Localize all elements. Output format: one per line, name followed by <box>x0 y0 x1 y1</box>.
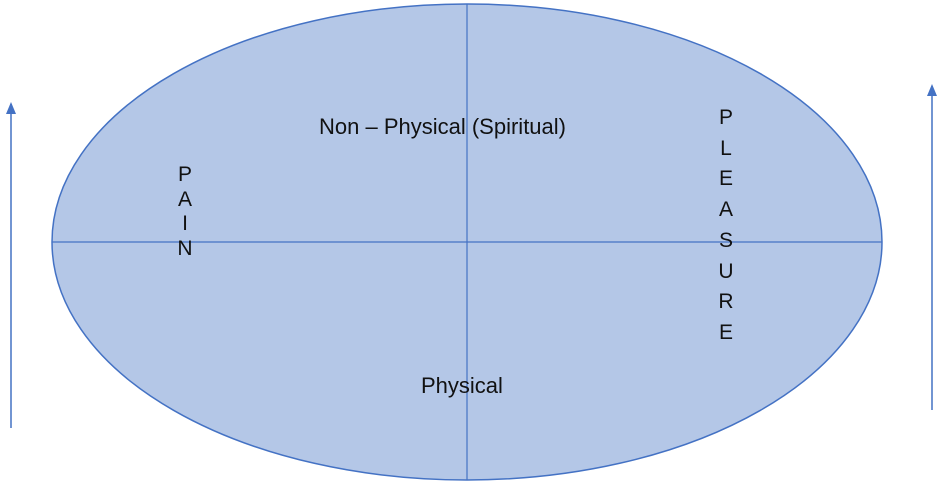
pleasure-letter-7: R <box>718 290 734 314</box>
non-physical-label: Non – Physical (Spiritual) <box>319 114 566 139</box>
pleasure-letter-1: P <box>718 106 733 129</box>
pleasure-letter-6: U <box>718 259 734 283</box>
pain-letter-4: N <box>177 236 193 260</box>
pleasure-letter-4: A <box>718 198 733 222</box>
pleasure-letter-2: L <box>720 136 732 160</box>
pain-letter-1: P <box>177 163 192 186</box>
pain-letter-3: I <box>182 212 188 235</box>
left-arrowhead-icon <box>6 102 16 114</box>
physical-label: Physical <box>421 373 503 398</box>
pleasure-letter-3: E <box>718 167 733 191</box>
right-arrowhead-icon <box>927 84 937 96</box>
pleasure-letter-5: S <box>718 228 733 252</box>
pain-letter-2: A <box>177 187 192 211</box>
pleasure-letter-8: E <box>718 320 733 344</box>
